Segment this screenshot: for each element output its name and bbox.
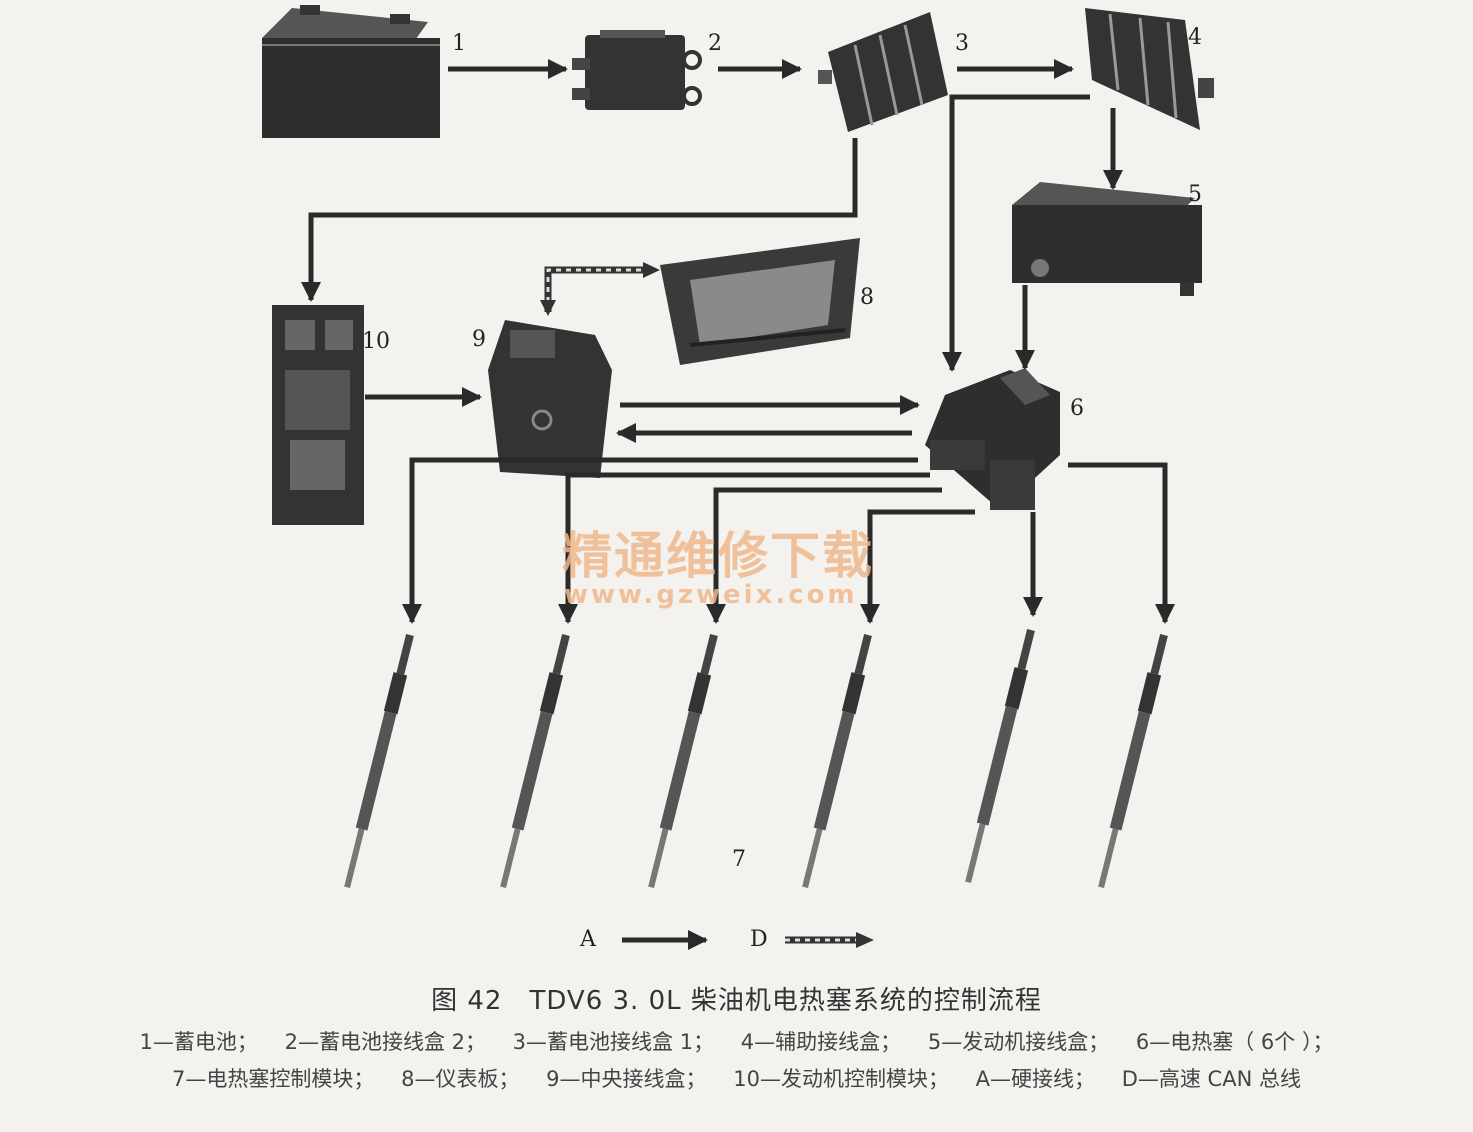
caption-line-2: 7—电热塞控制模块； 8—仪表板； 9—中央接线盒； 10—发动机控制模块； A… [0, 1063, 1473, 1093]
legend-a-label: A [579, 927, 597, 952]
caption-item: D—高速 CAN 总线 [1121, 1067, 1301, 1091]
caption-item: A—硬接线； [975, 1067, 1096, 1091]
battery-component [262, 5, 440, 138]
glow-plug-4 [802, 634, 872, 889]
caption-item: 8—仪表板； [401, 1067, 520, 1091]
label-5: 5 [1188, 182, 1202, 207]
watermark-chinese: 精通维修下载 [562, 527, 874, 585]
glow-plug-1 [344, 634, 414, 889]
caption-item: 9—中央接线盒； [546, 1067, 707, 1091]
caption-item: 7—电热塞控制模块； [172, 1067, 375, 1091]
battery-junction-box-2-component [572, 30, 702, 110]
legend-d-label: D [750, 927, 768, 952]
label-10: 10 [362, 329, 390, 354]
instrument-cluster-component [660, 238, 860, 365]
label-4: 4 [1188, 25, 1202, 50]
glow-plug-2 [500, 634, 570, 889]
engine-junction-box-component [1012, 182, 1202, 296]
caption-line-1: 1—蓄电池； 2—蓄电池接线盒 2； 3—蓄电池接线盒 1； 4—辅助接线盒； … [0, 1026, 1473, 1056]
caption-item: 2—蓄电池接线盒 2； [284, 1030, 486, 1054]
caption-item: 1—蓄电池； [139, 1030, 258, 1054]
glow-plug-system-diagram: 1 2 3 4 5 6 7 8 9 10 精通维修下载 www.gzweix.c… [262, 5, 1214, 952]
caption-item: 5—发动机接线盒； [927, 1030, 1110, 1054]
figure-title: 图 42 TDV6 3. 0L 柴油机电热塞系统的控制流程 [431, 986, 1042, 1016]
glow-plugs [344, 629, 1168, 889]
label-6: 6 [1070, 396, 1084, 421]
label-3: 3 [955, 31, 969, 56]
caption-item: 3—蓄电池接线盒 1； [512, 1030, 715, 1054]
glow-plug-control-module-component [925, 368, 1060, 510]
label-1: 1 [452, 31, 466, 56]
legend-can-arrow [785, 932, 874, 948]
watermark-url: www.gzweix.com [564, 580, 858, 610]
engine-control-module-component [272, 305, 364, 525]
label-8: 8 [860, 285, 874, 310]
label-2: 2 [708, 31, 722, 56]
battery-junction-box-1-component [818, 12, 948, 132]
auxiliary-junction-box-component [1085, 8, 1214, 130]
label-7: 7 [732, 847, 746, 872]
glow-plug-6 [1098, 634, 1168, 889]
hardwired-arrows [301, 59, 1175, 624]
glow-plug-3 [648, 634, 718, 889]
can-bus-arrows [540, 262, 660, 316]
caption-item: 6—电热塞（ 6个 ）； [1135, 1030, 1334, 1054]
glow-plug-5 [965, 629, 1035, 884]
legend: A D [579, 927, 874, 952]
caption-item: 4—辅助接线盒； [740, 1030, 902, 1054]
caption-item: 10—发动机控制模块； [733, 1067, 949, 1091]
label-9: 9 [472, 327, 486, 352]
central-junction-box-component [488, 320, 612, 478]
